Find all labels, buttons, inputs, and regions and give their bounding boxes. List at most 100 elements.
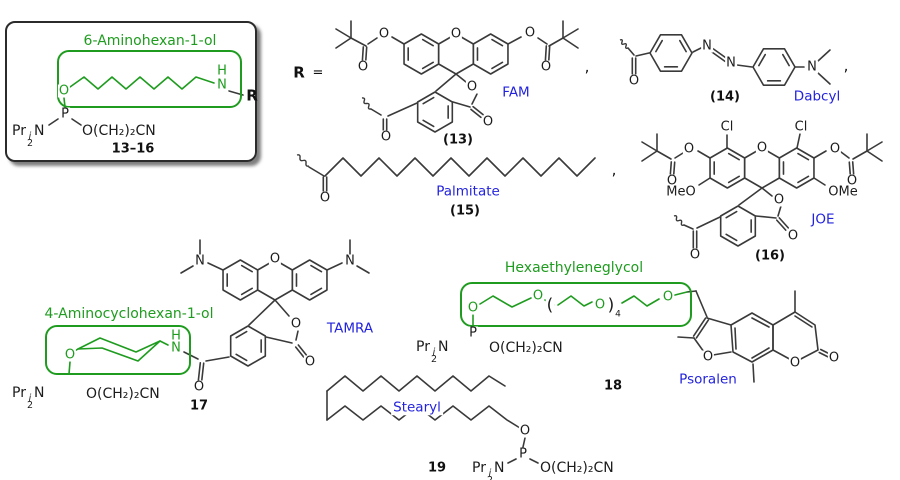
atom-label: O — [665, 173, 679, 189]
separator-comma-2: , — [843, 56, 849, 75]
compound-13-16-box — [5, 21, 257, 162]
atom-label: ( — [545, 295, 555, 316]
atom-label: O — [356, 59, 370, 75]
aminohexanol-linker-box — [57, 50, 242, 108]
atom-label: O — [755, 140, 769, 156]
atom-label: Cl — [793, 119, 809, 135]
atom-label: O — [268, 251, 282, 267]
compound-number-14: (14) — [710, 89, 740, 105]
atom-label: N — [170, 340, 182, 356]
compound-number-17: 17 — [189, 398, 209, 414]
linker-name-hexaethyleneglycol: Hexaethyleneglycol — [504, 260, 644, 276]
aminocyclohexanol-linker-box — [45, 325, 191, 375]
atom-label: O — [786, 228, 800, 244]
atom-label: O — [63, 347, 77, 363]
iso-i: i — [28, 393, 32, 405]
atom-label: P — [60, 106, 70, 122]
atom-label: O — [688, 247, 702, 263]
atom-label: O — [682, 141, 696, 157]
separator-comma-1: , — [584, 57, 590, 76]
fam-label: FAM — [502, 84, 530, 101]
stearyl-label: Stearyl — [391, 399, 443, 416]
atom-label: O — [57, 83, 71, 99]
atom-label: N — [194, 253, 206, 269]
atom-label: N — [344, 253, 356, 269]
atom-label: N — [701, 38, 713, 54]
iso-i: i — [432, 347, 436, 359]
dabcyl-label: Dabcyl — [793, 88, 841, 105]
sub-two: 2 — [487, 476, 493, 480]
atom-label: O — [465, 79, 479, 95]
pr-text: Pr — [12, 123, 26, 139]
atom-label: O — [788, 355, 802, 371]
psoralen-label: Psoralen — [679, 371, 737, 388]
atom-label: O — [466, 300, 480, 316]
compound-number-18: 18 — [603, 378, 623, 394]
atom-label: N — [806, 59, 818, 75]
atom-label: O — [827, 350, 841, 366]
atom-label: O — [661, 289, 675, 305]
linker-name-aminohexanol: 6-Aminohexan-1-ol — [83, 33, 217, 49]
atom-label: O — [627, 73, 641, 89]
compound-range-13-16: 13–16 — [111, 141, 155, 157]
linker-name-aminocyclohexanol: 4-Aminocyclohexan-1-ol — [44, 306, 214, 322]
cyanoethyl-group-13-16: O(CH₂)₂CN — [82, 123, 156, 139]
equals-sign: = — [312, 65, 324, 81]
atom-label: H — [216, 63, 228, 79]
atom-label: O — [593, 297, 607, 313]
sub-two: 2 — [26, 399, 33, 411]
hexaethyleneglycol-linker-box — [460, 282, 692, 327]
atom-label: O — [377, 26, 391, 42]
sub-two: 2 — [26, 137, 33, 149]
atom-label: O — [303, 354, 317, 370]
atom-label: OMe — [827, 184, 859, 200]
atom-label: O — [828, 141, 842, 157]
atom-label: O — [772, 192, 786, 208]
joe-label: JOE — [811, 211, 835, 228]
n-text: N — [494, 460, 505, 476]
atom-label: O — [539, 59, 553, 75]
n-text: N — [34, 385, 45, 401]
atom-label: O — [481, 114, 495, 130]
atom-label: 4 — [614, 309, 622, 320]
atom-label: O — [523, 25, 537, 41]
iso-i: i — [488, 468, 492, 480]
compound-number-19: 19 — [427, 460, 447, 476]
atom-label: O — [518, 423, 532, 439]
atom-label: ) — [606, 295, 616, 316]
atom-label: N — [725, 55, 737, 71]
palmitate-label: Palmitate — [436, 183, 500, 200]
separator-comma-3: , — [611, 160, 617, 179]
atom-label: H — [170, 328, 182, 344]
atom-label: O — [531, 288, 545, 304]
pr-text: Pr — [472, 460, 486, 476]
atom-label: O — [379, 129, 393, 145]
cyanoethyl-group-19: O(CH₂)₂CN — [540, 460, 614, 476]
iso-i: i — [28, 131, 32, 143]
compound-number-13: (13) — [443, 132, 473, 148]
atom-label: N — [216, 77, 228, 93]
sub-two: 2 — [430, 353, 437, 365]
atom-label: O — [449, 26, 463, 42]
atom-label: O — [701, 349, 715, 365]
compound-number-16: (16) — [755, 248, 785, 264]
atom-label: O — [845, 173, 859, 189]
r-substituent-label: R — [246, 86, 258, 105]
atom-label: O — [318, 190, 332, 206]
compound-number-15: (15) — [450, 203, 480, 219]
atom-label: O — [289, 316, 303, 332]
atom-label: MeO — [665, 184, 697, 200]
n-text: N — [438, 339, 449, 355]
atom-label: P — [518, 446, 528, 462]
cyanoethyl-group-18: O(CH₂)₂CN — [489, 340, 563, 356]
cyanoethyl-group-17: O(CH₂)₂CN — [86, 386, 160, 402]
